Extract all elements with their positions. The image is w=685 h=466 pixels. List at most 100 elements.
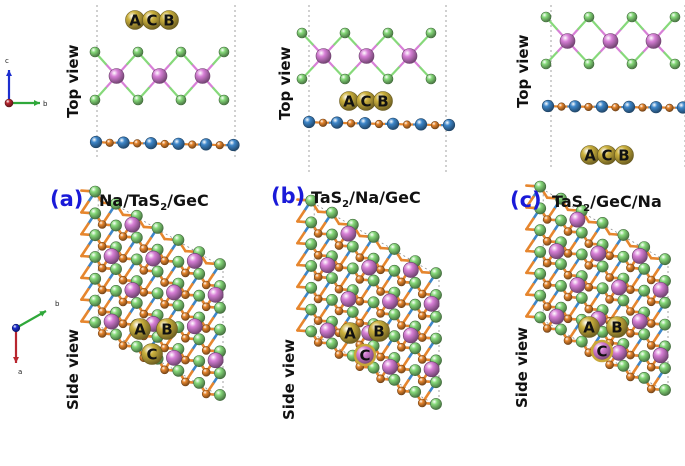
sulfur-atom (367, 296, 380, 309)
sulfur-atom (305, 216, 318, 229)
carbon-atom (626, 307, 635, 316)
carbon-atom (376, 287, 385, 296)
sulfur-atom (193, 333, 206, 346)
sulfur-atom (617, 229, 630, 241)
carbon-atom (542, 237, 552, 246)
sulfur-atom (534, 224, 547, 237)
sulfur-atom (214, 323, 226, 336)
sodium-atom (159, 10, 179, 30)
sulfur-atom (575, 335, 588, 348)
bond (525, 217, 535, 231)
carbon-atom (313, 294, 323, 304)
germanium-atom (117, 136, 130, 149)
sulfur-atom (193, 355, 206, 367)
sulfur-atom (296, 27, 308, 39)
carbon-atom (563, 292, 573, 302)
sulfur-atom (326, 293, 338, 306)
axis-a-origin (4, 98, 14, 108)
carbon-atom (417, 398, 427, 408)
carbon-atom (584, 239, 594, 248)
sulfur-atom (388, 330, 401, 343)
sulfur-atom (555, 323, 567, 336)
carbon-atom (201, 324, 211, 333)
tantalum-atom (186, 318, 203, 335)
side-view-label-b: Side view (280, 338, 298, 420)
bond (417, 265, 424, 274)
bond (296, 231, 306, 245)
sulfur-atom (367, 274, 380, 287)
sulfur-atom (175, 46, 187, 58)
carbon-atom (139, 266, 149, 275)
axis-c-label: c (5, 57, 9, 65)
tantalum-atom (382, 293, 398, 310)
site-label-b: B (373, 323, 384, 341)
tantalum-atom (569, 211, 586, 228)
carbon-atom (181, 290, 190, 300)
sulfur-atom (214, 389, 226, 401)
site-label-c: C (360, 93, 371, 111)
site-label-c: C (601, 147, 612, 165)
sulfur-atom (409, 364, 422, 376)
tantalum-atom (207, 286, 224, 303)
carbon-atom (355, 296, 365, 306)
sulfur-atom (430, 310, 442, 323)
site-label-c: C (359, 347, 370, 365)
carbon-atom (646, 297, 656, 307)
sulfur-atom (130, 231, 143, 244)
tantalum-atom (402, 327, 419, 344)
bond (139, 220, 146, 229)
germanium-atom (676, 101, 685, 114)
germanium-atom (227, 138, 240, 152)
sodium-atom (614, 145, 634, 165)
tantalum-atom (319, 257, 336, 274)
carbon-atom (563, 336, 573, 345)
site-label-b: B (161, 321, 172, 339)
site-label-c: C (596, 343, 607, 361)
sulfur-atom (669, 58, 681, 70)
carbon-atom (430, 121, 440, 130)
sulfur-atom (659, 362, 671, 375)
sulfur-atom (326, 228, 338, 241)
sulfur-atom (130, 253, 143, 266)
carbon-atom (181, 312, 190, 321)
carbon-atom (584, 102, 593, 112)
site-label-a: A (584, 147, 596, 165)
axis-b-arrow-head (34, 100, 40, 106)
carbon-atom (160, 278, 169, 287)
germanium-atom (595, 100, 609, 113)
sulfur-atom (89, 316, 102, 329)
axis-c-arrow-head (6, 70, 12, 76)
tantalum-atom (423, 361, 440, 378)
sulfur-atom (659, 384, 671, 396)
germanium-atom (622, 100, 636, 113)
carbon-atom (584, 261, 594, 270)
sulfur-atom (626, 11, 638, 23)
sulfur-atom (193, 289, 206, 302)
tantalum-atom (631, 313, 648, 330)
carbon-atom (346, 119, 356, 128)
bond (80, 244, 90, 258)
axis-a-arrow-side-head (13, 357, 19, 363)
carbon-atom (376, 309, 385, 318)
carbon-atom (201, 367, 211, 377)
tantalum-atom (166, 284, 182, 301)
carbon-atom (160, 139, 169, 149)
sulfur-atom (583, 11, 595, 23)
bond (313, 204, 320, 213)
carbon-atom (318, 118, 328, 127)
carbon-atom (376, 352, 385, 362)
sulfur-atom (346, 262, 359, 275)
carbon-atom (626, 328, 635, 338)
sulfur-atom (596, 216, 609, 229)
sulfur-atom (409, 342, 422, 355)
bond (296, 198, 306, 202)
carbon-atom (417, 376, 427, 386)
carbon-atom (665, 103, 674, 112)
sulfur-atom (626, 58, 638, 70)
bond (646, 251, 653, 260)
tantalum-atom (108, 68, 125, 84)
tantalum-atom (361, 259, 378, 276)
sodium-atom (590, 339, 614, 363)
sulfur-atom (388, 264, 401, 277)
